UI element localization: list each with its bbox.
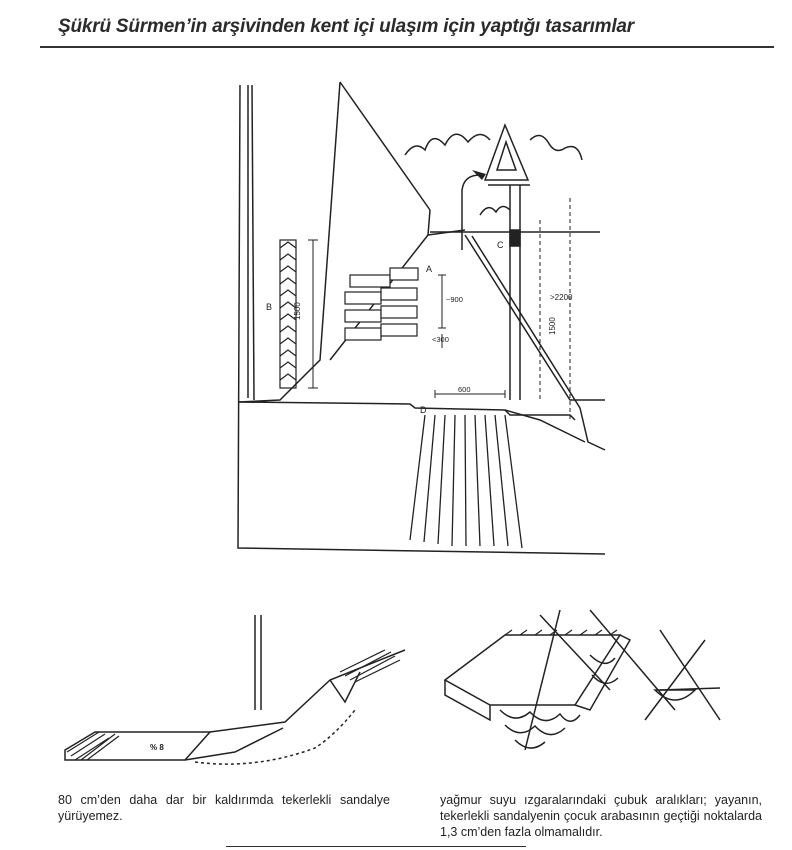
- label-a: A: [426, 264, 432, 274]
- label-dim-900: ~900: [446, 295, 463, 304]
- label-dim-1500-left: 1500: [293, 302, 302, 320]
- label-d: D: [420, 405, 427, 415]
- ramp-hatch-left: [66, 731, 120, 761]
- ramp-slope-label: % 8: [150, 743, 164, 752]
- ramp-caption: 80 cm’den daha dar bir kaldırımda tekerl…: [58, 793, 390, 823]
- sign-post-c: [483, 122, 530, 400]
- street-design-drawing: B 1500 A ~900 <300 C >2200 1500 600 D: [237, 81, 606, 555]
- crosswalk-d: [409, 414, 523, 549]
- page-title: Şükrü Sürmen’in arşivinden kent içi ulaş…: [58, 16, 634, 37]
- pillar-b: [279, 239, 297, 389]
- rain-grate-drawing: [443, 609, 721, 751]
- ramp-hatch-right: [339, 649, 401, 683]
- title-divider: [40, 46, 774, 48]
- brick-stack-a: [344, 267, 419, 341]
- label-dim-1500-right: 1500: [548, 317, 557, 335]
- grate-hatch: [504, 629, 618, 636]
- label-dim-300: <300: [432, 335, 449, 344]
- footer-divider: [226, 846, 526, 847]
- grate-caption: yağmur suyu ızgaralarındaki çubuk aralık…: [440, 793, 762, 839]
- curb-ramp-drawing: % 8: [64, 615, 406, 765]
- label-dim-2200: >2200: [550, 293, 573, 302]
- label-c: C: [497, 240, 504, 250]
- label-dim-600: 600: [458, 385, 471, 394]
- label-b: B: [266, 302, 272, 312]
